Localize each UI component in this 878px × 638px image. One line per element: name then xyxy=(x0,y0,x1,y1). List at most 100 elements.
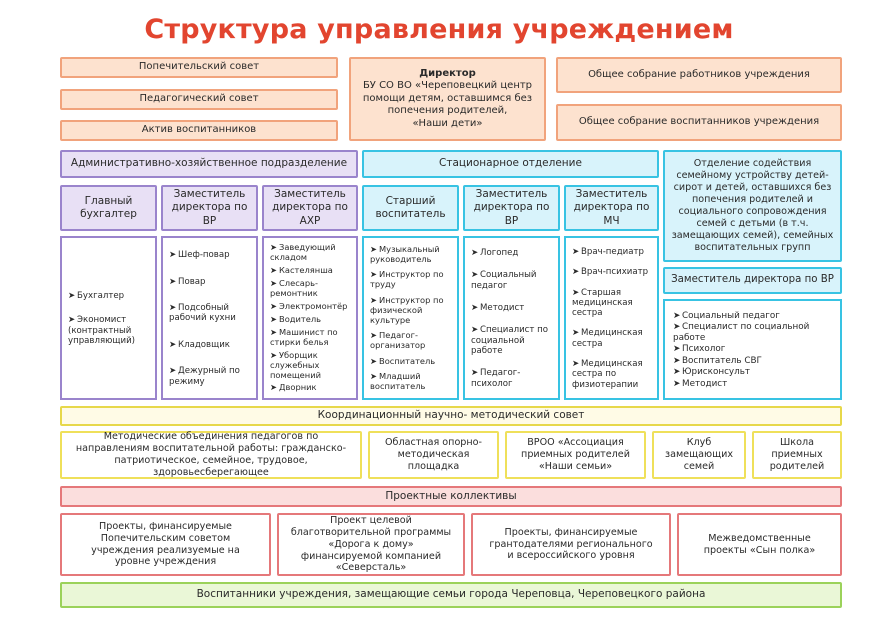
bullet-arrow-icon: ➤ xyxy=(673,378,681,389)
deputy-director-mch-role: Заместитель директора по МЧ xyxy=(564,185,659,231)
list-item: ➤Специалист по социальной работе xyxy=(471,325,549,356)
bullet-arrow-icon: ➤ xyxy=(673,344,681,355)
bullet-arrow-icon: ➤ xyxy=(270,301,277,312)
foster-parents-school: Школа приемных родителей xyxy=(752,431,842,479)
bullet-arrow-icon: ➤ xyxy=(370,269,377,280)
bullet-arrow-icon: ➤ xyxy=(572,287,580,298)
bullet-arrow-icon: ➤ xyxy=(270,382,277,393)
deputy-director-vr-stationary-role: Заместитель директора по ВР xyxy=(463,185,560,231)
pupils-general-meeting: Общее собрание воспитанников учреждения xyxy=(556,104,842,141)
bullet-arrow-icon: ➤ xyxy=(169,339,177,350)
bullet-arrow-icon: ➤ xyxy=(270,242,277,253)
pupils-activists: Актив воспитанников xyxy=(60,120,338,141)
bullet-arrow-icon: ➤ xyxy=(471,248,479,259)
bullet-arrow-icon: ➤ xyxy=(471,368,479,379)
interagency-projects: Межведомственные проекты «Сын полка» xyxy=(677,513,842,576)
list-item: ➤Воспитатель СВГ xyxy=(673,355,762,366)
bullet-arrow-icon: ➤ xyxy=(572,267,580,278)
director-box: Директор БУ СО ВО «Череповецкий центр по… xyxy=(349,57,546,141)
educators-list: ➤Музыкальный руководитель ➤Инструктор по… xyxy=(362,236,459,400)
list-item: ➤Водитель xyxy=(270,313,322,324)
list-item: ➤Врач-психиатр xyxy=(572,267,649,278)
list-item: ➤Заведующий складом xyxy=(270,242,336,263)
bullet-arrow-icon: ➤ xyxy=(471,270,479,281)
list-item: ➤Кастелянша xyxy=(270,265,333,276)
list-item: ➤Социальный педагог xyxy=(673,310,780,321)
pedagogical-council: Педагогический совет xyxy=(60,89,338,110)
deputy-director-ahr-role: Заместитель директора по АХР xyxy=(262,185,358,231)
list-item: ➤Методист xyxy=(673,378,728,389)
list-item: ➤Инструктор по физической культуре xyxy=(370,294,444,325)
family-dept-title: Отделение содействия семейному устройств… xyxy=(663,150,842,262)
bullet-arrow-icon: ➤ xyxy=(270,349,277,360)
list-item: ➤Экономист (контрактный управляющий) xyxy=(68,315,136,346)
director-heading: Директор xyxy=(419,67,476,79)
list-item: ➤Воспитатель xyxy=(370,355,436,366)
list-item: ➤Шеф-повар xyxy=(169,250,230,261)
bullet-arrow-icon: ➤ xyxy=(572,359,580,370)
project-teams-title: Проектные коллективы xyxy=(60,486,842,507)
list-item: ➤Подсобный рабочий кухни xyxy=(169,303,236,324)
specialists-list: ➤Логопед ➤Социальный педагог ➤Методист ➤… xyxy=(463,236,560,400)
list-item: ➤Старшая медицинская сестра xyxy=(572,287,633,319)
bullet-arrow-icon: ➤ xyxy=(370,371,377,382)
bullet-arrow-icon: ➤ xyxy=(673,367,681,378)
chief-accountant-role: Главный бухгалтер xyxy=(60,185,157,231)
regional-methodical-platform: Областная опорно-методическая площадка xyxy=(368,431,499,479)
bullet-arrow-icon: ➤ xyxy=(169,303,177,314)
bullet-arrow-icon: ➤ xyxy=(270,313,277,324)
list-item: ➤Дежурный по режиму xyxy=(169,366,240,387)
list-item: ➤Логопед xyxy=(471,248,519,259)
director-line: помощи детям, оставшимся без xyxy=(362,92,533,104)
accounting-staff-list: ➤Бухгалтер ➤Экономист (контрактный управ… xyxy=(60,236,157,400)
list-item: ➤Электромонтёр xyxy=(270,301,348,312)
deputy-director-vr-admin-role: Заместитель директора по ВР xyxy=(161,185,258,231)
list-item: ➤Врач-педиатр xyxy=(572,246,644,257)
list-item: ➤Психолог xyxy=(673,344,726,355)
foster-parents-association: ВРОО «Ассоциация приемных родителей «Наш… xyxy=(505,431,646,479)
road-home-program-project: Проект целевой благотворительной програм… xyxy=(277,513,465,576)
foster-families-club: Клуб замещающих семей xyxy=(652,431,746,479)
family-deputy-director-role: Заместитель директора по ВР xyxy=(663,267,842,294)
board-of-trustees: Попечительский совет xyxy=(60,57,338,78)
bullet-arrow-icon: ➤ xyxy=(572,328,580,339)
methodical-associations: Методические объединения педагогов по на… xyxy=(60,431,362,479)
bullet-arrow-icon: ➤ xyxy=(169,366,177,377)
page-title: Структура управления учреждением xyxy=(144,14,734,45)
bullet-arrow-icon: ➤ xyxy=(370,243,377,254)
list-item: ➤Машинист по стирки белья xyxy=(270,326,338,347)
list-item: ➤Младший воспитатель xyxy=(370,371,426,392)
list-item: ➤Музыкальный руководитель xyxy=(370,243,440,264)
list-item: ➤Специалист по социальной работе xyxy=(673,322,810,343)
trustees-funded-projects: Проекты, финансируемые Попечительским со… xyxy=(60,513,271,576)
list-item: ➤Методист xyxy=(471,303,525,314)
bullet-arrow-icon: ➤ xyxy=(68,290,76,301)
list-item: ➤Юрисконсульт xyxy=(673,367,751,378)
medical-staff-list: ➤Врач-педиатр ➤Врач-психиатр ➤Старшая ме… xyxy=(564,236,659,400)
director-line: «Наши дети» xyxy=(412,117,483,129)
director-line: БУ СО ВО «Череповецкий центр xyxy=(362,80,533,92)
list-item: ➤Социальный педагог xyxy=(471,270,537,291)
list-item: ➤Слесарь-ремонтник xyxy=(270,278,318,299)
bullet-arrow-icon: ➤ xyxy=(169,276,177,287)
maintenance-staff-list: ➤Заведующий складом ➤Кастелянша ➤Слесарь… xyxy=(262,236,358,400)
coordination-council-title: Координационный научно- методический сов… xyxy=(60,406,842,426)
list-item: ➤Уборщик служебных помещений xyxy=(270,349,321,380)
beneficiaries-footer: Воспитанники учреждения, замещающие семь… xyxy=(60,582,842,608)
kitchen-staff-list: ➤Шеф-повар ➤Повар ➤Подсобный рабочий кух… xyxy=(161,236,258,400)
list-item: ➤Кладовщик xyxy=(169,339,230,350)
list-item: ➤Повар xyxy=(169,276,206,287)
admin-division-title: Административно-хозяйственное подразделе… xyxy=(60,150,358,178)
bullet-arrow-icon: ➤ xyxy=(169,250,177,261)
list-item: ➤Педагог-организатор xyxy=(370,330,426,351)
bullet-arrow-icon: ➤ xyxy=(370,355,377,366)
bullet-arrow-icon: ➤ xyxy=(673,355,681,366)
bullet-arrow-icon: ➤ xyxy=(270,278,277,289)
bullet-arrow-icon: ➤ xyxy=(572,246,580,257)
grant-funded-projects: Проекты, финансируемые грантодателями ре… xyxy=(471,513,671,576)
list-item: ➤Дворник xyxy=(270,382,317,393)
list-item: ➤Инструктор по труду xyxy=(370,269,444,290)
stationary-dept-title: Стационарное отделение xyxy=(362,150,659,178)
bullet-arrow-icon: ➤ xyxy=(370,294,377,305)
bullet-arrow-icon: ➤ xyxy=(270,326,277,337)
